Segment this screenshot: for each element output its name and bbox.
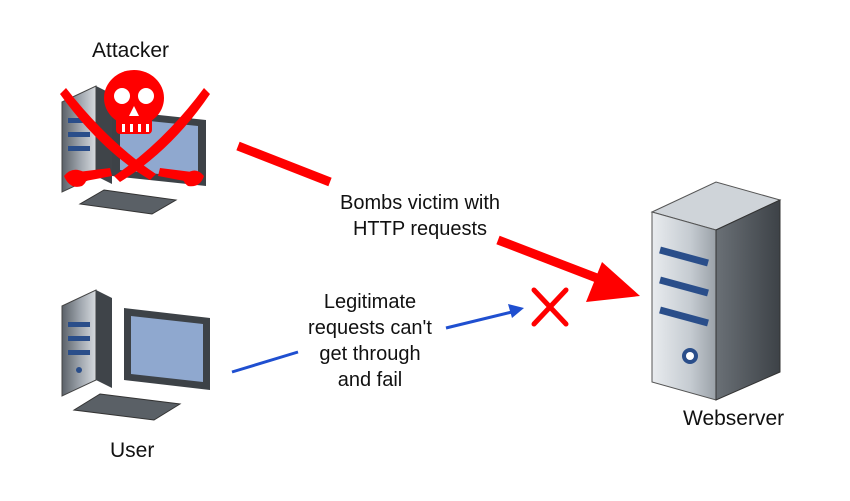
webserver-label: Webserver <box>683 407 785 430</box>
legit-edge-label-line4: and fail <box>337 369 403 391</box>
webserver-icon <box>650 181 782 401</box>
attacker-label: Attacker <box>92 39 170 62</box>
attack-edge-label-line2: HTTP requests <box>352 218 488 240</box>
attack-edge-label: Bombs victim with HTTP requests <box>320 190 520 242</box>
legit-edge-label-line1: Legitimate <box>323 291 417 313</box>
attack-arrow <box>236 141 640 302</box>
legit-edge-label-line2: requests can't <box>308 317 432 339</box>
user-label: User <box>110 439 155 462</box>
skull-crossbones-icon <box>60 70 210 187</box>
red-x-icon <box>531 287 569 327</box>
legit-edge-label: Legitimate requests can't get through an… <box>290 289 450 393</box>
legit-request-arrow <box>231 304 524 374</box>
attack-edge-label-line1: Bombs victim with <box>339 192 501 214</box>
user-computer-icon <box>61 289 210 421</box>
legit-edge-label-line3: get through <box>319 343 421 365</box>
